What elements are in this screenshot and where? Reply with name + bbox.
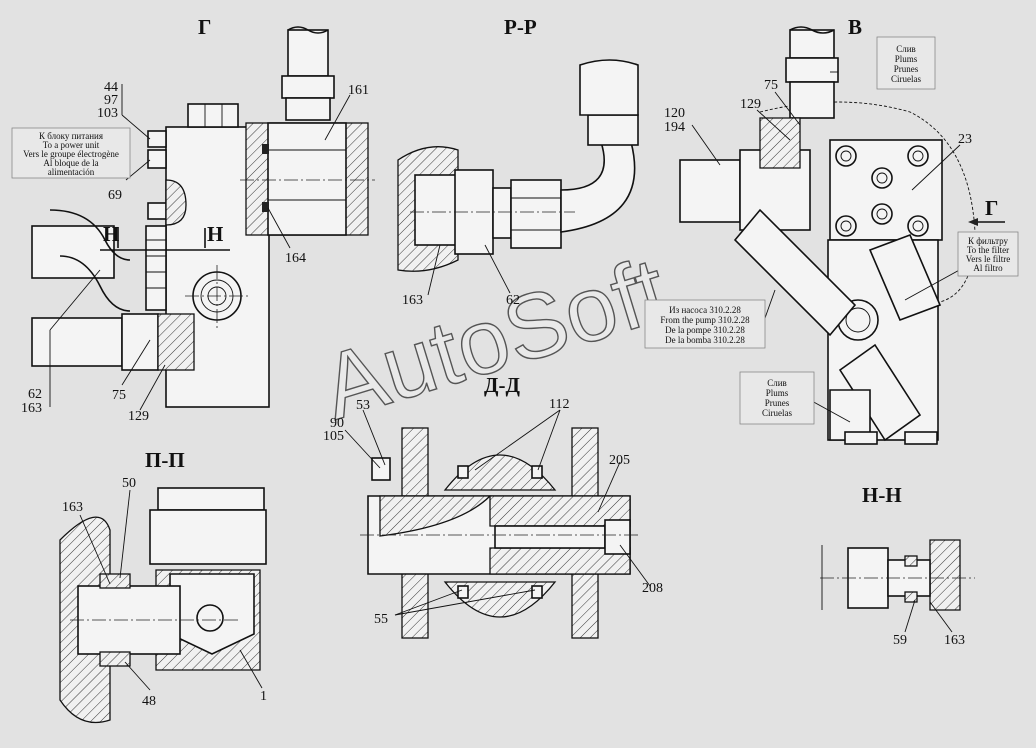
svg-text:К фильтру: К фильтру [968,236,1009,246]
label-97: 97 [104,93,118,108]
note-drain-top: Слив Plums Prunes Ciruelas [876,36,936,90]
valve-block-v [829,139,943,241]
view-rr [397,59,639,296]
label-194: 194 [664,120,685,135]
label-1: 1 [260,689,267,704]
label-53: 53 [356,398,370,413]
label-120: 120 [664,106,685,121]
label-112: 112 [549,397,569,412]
note-drain-bottom: Слив Plums Prunes Ciruelas [739,371,815,425]
svg-text:Prunes: Prunes [765,398,790,408]
svg-text:Vers le groupe électrogène: Vers le groupe électrogène [23,149,119,159]
label-23: 23 [958,132,972,147]
pipe-top-g [287,29,329,77]
title-dd: Д-Д [484,373,520,397]
svg-text:Слив: Слив [896,44,916,54]
svg-text:Plums: Plums [895,54,918,64]
label-163: 163 [21,401,42,416]
svg-text:Plums: Plums [766,388,789,398]
label-103: 103 [97,106,118,121]
rr-fitting [510,179,562,249]
svg-text:Слив: Слив [767,378,787,388]
view-nn [820,539,975,633]
label-rr-62: 62 [506,293,520,308]
svg-text:Из насоса 310.2.28: Из насоса 310.2.28 [669,305,741,315]
note-power-unit: К блоку питания To a power unit Vers le … [11,127,131,179]
label-50: 50 [122,476,136,491]
title-rr: Р-Р [504,15,537,39]
label-44: 44 [104,80,118,95]
svg-text:To a power unit: To a power unit [43,140,100,150]
svg-text:К блоку питания: К блоку питания [39,131,103,141]
view-g [31,26,375,411]
label-161: 161 [348,83,369,98]
part-labels: 44 97 103 69 161 164 62 163 75 129 163 6… [21,78,972,709]
note-filter: К фильтру To the filter Vers le filtre A… [957,231,1019,277]
title-v: В [848,15,862,39]
label-59: 59 [893,633,907,648]
label-164: 164 [285,251,306,266]
svg-text:Ciruelas: Ciruelas [762,408,792,418]
svg-text:Prunes: Prunes [894,64,919,74]
svg-text:Al filtro: Al filtro [973,263,1003,273]
label-v-75: 75 [764,78,778,93]
hose-lower [31,317,123,367]
view-v [679,26,1005,445]
svg-text:Ciruelas: Ciruelas [891,74,921,84]
rr-elbow [560,141,636,233]
view-arrow-g: Г [985,196,998,220]
view-dd [344,409,651,639]
svg-text:alimentación: alimentación [48,167,95,177]
label-48: 48 [142,694,156,709]
label-208: 208 [642,581,663,596]
cut-mark-right: Н [207,222,223,246]
label-90: 90 [330,416,344,431]
note-pump: Из насоса 310.2.28 From the pump 310.2.2… [644,299,766,349]
cut-mark-left: Н [103,222,119,246]
label-nn-163: 163 [944,633,965,648]
label-129: 129 [128,409,149,424]
label-205: 205 [609,453,630,468]
label-69: 69 [108,188,122,203]
svg-text:Vers le filtre: Vers le filtre [966,254,1010,264]
title-nn: Н-Н [862,483,902,507]
label-pp-163: 163 [62,500,83,515]
top-nut [187,103,239,128]
hose-upper [31,225,115,279]
title-pp: П-П [145,448,185,472]
label-62: 62 [28,387,42,402]
svg-text:From the pump 310.2.28: From the pump 310.2.28 [660,315,750,325]
label-rr-163: 163 [402,293,423,308]
label-v-129: 129 [740,97,761,112]
svg-text:De la bomba 310.2.28: De la bomba 310.2.28 [665,335,745,345]
title-g: Г [198,15,211,39]
svg-text:To the filter: To the filter [967,245,1009,255]
svg-text:Al bloque de la: Al bloque de la [43,158,98,168]
view-pp [59,487,267,724]
label-55: 55 [374,612,388,627]
label-105: 105 [323,429,344,444]
label-75: 75 [112,388,126,403]
svg-text:De la pompe 310.2.28: De la pompe 310.2.28 [665,325,745,335]
